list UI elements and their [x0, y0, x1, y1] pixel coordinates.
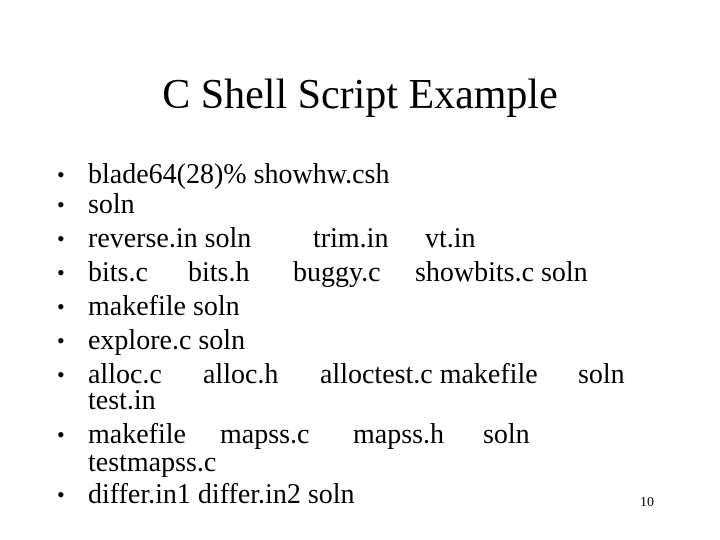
bullet-text: makefile: [88, 419, 186, 450]
page-number: 10: [640, 495, 654, 510]
bullet-text: blade64(28)% showhw.csh: [88, 159, 390, 190]
bullet-item: • differ.in1 differ.in2 soln: [0, 480, 720, 510]
bullet-text: buggy.c: [293, 257, 381, 288]
bullet-icon: •: [57, 226, 65, 251]
bullet-text: explore.c soln: [88, 325, 246, 356]
bullet-item: • reverse.in soln trim.in vt.in: [0, 224, 720, 254]
bullet-item: • alloc.c alloc.h alloctest.c makefile s…: [0, 360, 720, 390]
bullet-text: alloc.c: [88, 359, 162, 390]
bullet-text: bits.c: [88, 257, 148, 288]
bullet-text: makefile soln: [88, 291, 240, 322]
bullet-text: reverse.in soln: [88, 223, 252, 254]
bullet-icon: •: [57, 362, 65, 387]
bullet-item: • bits.c bits.h buggy.c showbits.c soln: [0, 258, 720, 288]
bullet-icon: •: [57, 422, 65, 447]
bullet-text: vt.in: [425, 223, 476, 254]
bullet-item: • soln: [0, 190, 720, 220]
slide-title: C Shell Script Example: [162, 72, 558, 118]
bullet-continuation: testmapss.c: [88, 447, 217, 478]
bullet-text: differ.in1 differ.in2 soln: [88, 479, 355, 510]
bullet-text: mapss.c: [220, 419, 310, 450]
bullet-icon: •: [57, 294, 65, 319]
bullet-item: • makefile soln: [0, 292, 720, 322]
bullet-icon: •: [57, 328, 65, 353]
bullet-text: soln: [88, 189, 135, 220]
bullet-continuation: test.in: [88, 385, 156, 416]
bullet-icon: •: [57, 482, 65, 507]
bullet-item: • blade64(28)% showhw.csh: [0, 160, 720, 190]
bullet-text: soln: [483, 419, 530, 450]
bullet-text: bits.h: [188, 257, 250, 288]
bullet-text: soln: [578, 359, 625, 390]
bullet-icon: •: [57, 260, 65, 285]
bullet-text: alloc.h: [203, 359, 279, 390]
bullet-text: mapss.h: [353, 419, 444, 450]
bullet-icon: •: [57, 192, 65, 217]
bullet-item: • makefile mapss.c mapss.h soln: [0, 420, 720, 450]
bullet-icon: •: [57, 162, 65, 187]
bullet-text: showbits.c soln: [415, 257, 588, 288]
bullet-text: trim.in: [313, 223, 389, 254]
bullet-item: • explore.c soln: [0, 326, 720, 356]
bullet-text: alloctest.c makefile: [320, 359, 538, 390]
